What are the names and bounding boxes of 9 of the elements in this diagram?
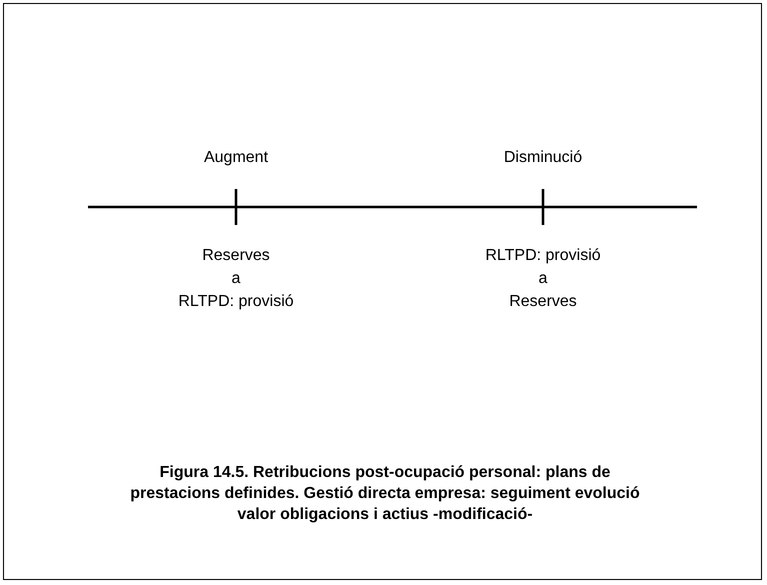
entry-text: a (232, 269, 240, 289)
timeline-label: Disminució (504, 148, 582, 168)
entry-text: Reserves (202, 246, 270, 266)
entry-text: Reserves (509, 292, 577, 312)
timeline-label: Augment (204, 148, 268, 168)
entry-text: RLTPD: provisió (178, 292, 294, 312)
entry-text: RLTPD: provisió (485, 246, 601, 266)
entry-text: a (538, 269, 548, 289)
figure-caption: Figura 14.5. Retribucions post-ocupació personal: plans de prestacions definides. Gestió directa empresa: seguiment evolució valor obligacions i actius -modificació- (129, 463, 641, 525)
